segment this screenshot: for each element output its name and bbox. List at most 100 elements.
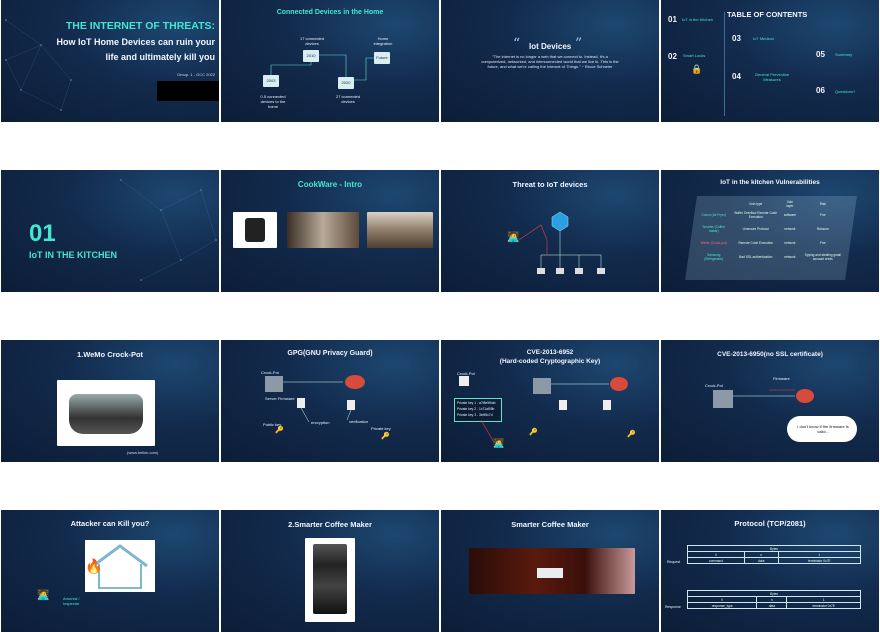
slide-8-kitchen-vulns[interactable]: IoT in the kitchen Vulnerabilities Vuln … — [661, 170, 879, 292]
vuln-header-layer: Vuln layer — [786, 200, 794, 208]
label-firmware: Server Firmware — [265, 396, 295, 401]
slide-title: Connected Devices in the Home — [276, 9, 384, 16]
toc-item-05[interactable]: Summary — [835, 52, 853, 57]
toc-number-03: 03 — [732, 34, 741, 43]
slide-title: Smarter Coffee Maker — [511, 520, 589, 529]
slide-1-title[interactable]: THE INTERNET OF THREATS: How IoT Home De… — [1, 0, 219, 122]
label-public-key: Public key — [263, 422, 282, 427]
toc-item-06[interactable]: Questions? — [835, 89, 856, 94]
label-verification: verification — [349, 419, 369, 424]
hacker-icon: 🧑‍💻 — [507, 232, 520, 243]
crock-pot-photo — [57, 380, 155, 446]
vuln-header-risk: Risk — [819, 202, 826, 206]
key-icon: 🔑 — [381, 433, 390, 440]
year-2003: 2003 — [263, 75, 279, 87]
toc-item-04[interactable]: General Preventive Measures — [754, 72, 790, 82]
vuln-header-device — [697, 200, 730, 208]
slide-title-line1: THE INTERNET OF THREATS: — [65, 20, 215, 32]
slide-15-smarter-coffee-video[interactable]: Smarter Coffee Maker — [441, 510, 659, 632]
toc-number-06: 06 — [816, 86, 825, 95]
slide-title: 2.Smarter Coffee Maker — [288, 520, 372, 529]
section-number: 01 — [29, 220, 56, 247]
quote-text: "The internet is no longer a web that we… — [481, 54, 619, 69]
timeline-connector — [270, 54, 381, 82]
fire-icon: 🔥 — [85, 558, 103, 574]
quote-open-icon: “ — [513, 36, 521, 52]
vuln-header-type: Vuln type — [749, 202, 763, 206]
slide-4-table-of-contents[interactable]: TABLE OF CONTENTS 01 IoT in the Kitchen … — [661, 0, 879, 122]
air-fryer-photo — [233, 212, 277, 248]
hacker-icon: 🧑‍💻 — [37, 590, 50, 601]
group-label: Group. 1 - GCC 2022 — [176, 72, 215, 77]
slide-12-cve-2013-6950[interactable]: CVE-2013-6950(no SSL certificate) Crock-… — [661, 340, 879, 462]
house-icon — [92, 544, 148, 589]
toc-item-03[interactable]: IoT Medical — [753, 36, 774, 41]
label-crockpot: Crock-Pot — [457, 371, 475, 376]
cve-diagram — [713, 389, 814, 408]
toc-number-02: 02 — [668, 52, 677, 61]
slide-title: GPG(GNU Privacy Guard) — [287, 350, 373, 357]
slide-6-cookware-intro[interactable]: CookWare - Intro — [221, 170, 439, 292]
caption-b: 0.5 connected devices to the home — [260, 94, 286, 109]
year-future: Future — [374, 52, 390, 64]
slide-title: Iot Devices — [529, 42, 572, 51]
private-key-2: Private key 2 - 1c71af09b — [457, 407, 495, 411]
image-credit: (www.belkin.com) — [127, 450, 159, 455]
slide-5-section-kitchen[interactable]: 01 IoT IN THE KITCHEN — [1, 170, 219, 292]
slide-title: Protocol (TCP/2081) — [734, 519, 806, 528]
gpg-diagram — [265, 375, 365, 423]
slide-9-wemo-crockpot[interactable]: 1.WeMo Crock-Pot (www.belkin.com) — [1, 340, 219, 462]
caption-a: 17 connected devices — [299, 36, 325, 46]
slide-title: Threat to IoT devices — [512, 180, 588, 189]
section-title: IoT IN THE KITCHEN — [29, 250, 117, 260]
response-label: Response — [665, 605, 681, 609]
key-icon: 🔑 — [275, 427, 284, 434]
table-row: Cosori (Air Fryer)Buffer Overflow Remote… — [701, 211, 826, 219]
key-icon: 🔑 — [529, 429, 538, 436]
label-private-key: Private key — [371, 426, 391, 431]
toc-item-02[interactable]: Smart Locks — [683, 53, 706, 58]
quote-close-icon: ” — [575, 36, 583, 52]
slide-10-gpg[interactable]: GPG(GNU Privacy Guard) Crock-Pot Server … — [221, 340, 439, 462]
slide-title-line2: How IoT Home Devices can ruin your — [56, 37, 215, 47]
slide-2-connected-devices[interactable]: Connected Devices in the Home 2003 2010 … — [221, 0, 439, 122]
slide-13-attacker-kill[interactable]: Attacker can Kill you? 🔥 🧑‍💻 Arsonist / … — [1, 510, 219, 632]
caption-c: Home integration — [373, 36, 393, 46]
slide-title-line3: life and ultimately kill you — [105, 52, 215, 62]
label-encryption: encryption — [311, 420, 330, 425]
crock-pot-photo — [367, 212, 433, 248]
caption-d: 27 connected devices — [335, 94, 361, 104]
slide-title: Attacker can Kill you? — [70, 519, 150, 528]
redacted-block — [157, 81, 219, 101]
slide-title-line2: (Hard-coded Cryptographic Key) — [499, 358, 601, 365]
slide-title-line1: CVE-2013-6952 — [526, 349, 574, 356]
label-crockpot: Crock-Pot — [261, 370, 279, 375]
slide-14-smarter-coffee[interactable]: 2.Smarter Coffee Maker — [221, 510, 439, 632]
private-key-1: Private key 1 - a7f8e9f0ab — [457, 401, 496, 405]
toc-divider — [724, 12, 725, 116]
toc-number-05: 05 — [816, 50, 825, 59]
slide-7-threat-iot[interactable]: Threat to IoT devices 🧑‍💻 — [441, 170, 659, 292]
year-2010: 2010 — [303, 50, 319, 62]
coffee-video-frame[interactable] — [469, 548, 635, 594]
private-keys-box: Private key 1 - a7f8e9f0ab Private key 2… — [454, 398, 502, 422]
slide-title: IoT in the kitchen Vulnerabilities — [720, 179, 820, 186]
lock-icon: 🔒 — [691, 64, 703, 74]
request-label: Request — [667, 560, 681, 564]
toc-item-01[interactable]: IoT in the Kitchen — [682, 17, 714, 22]
slide-3-iot-devices[interactable]: “ Iot Devices ” "The internet is no long… — [441, 0, 659, 122]
hacker-icon: 🧑‍💻 — [493, 438, 505, 448]
toc-number-04: 04 — [732, 72, 741, 81]
label-firmware: Firmware — [773, 376, 790, 381]
slide-title: 1.WeMo Crock-Pot — [76, 350, 144, 359]
coffee-maker-photo — [287, 212, 359, 248]
slide-title: CVE-2013-6950(no SSL certificate) — [717, 351, 823, 358]
house-illustration — [85, 540, 155, 592]
slide-11-cve-2013-6952[interactable]: CVE-2013-6952 (Hard-coded Cryptographic … — [441, 340, 659, 462]
speech-bubble: I don't know if the firmware is valid... — [787, 416, 857, 442]
coffee-maker-photo — [305, 538, 355, 622]
